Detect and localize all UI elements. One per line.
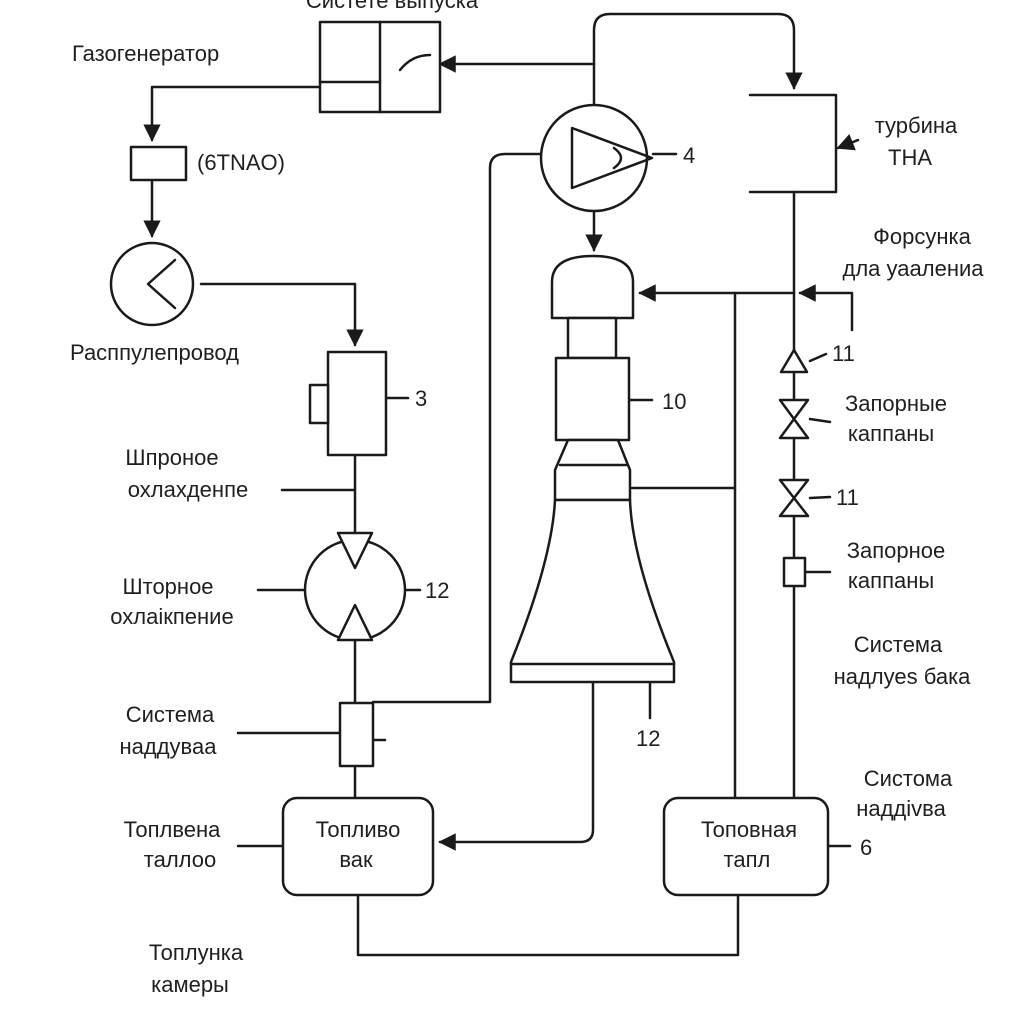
unit-6tnao [129, 145, 188, 182]
pressurization-1-label-2: наддуваа [120, 734, 218, 759]
shutoff-valve-upper [778, 398, 810, 440]
pipeline-label: Расппулепровод [70, 340, 239, 365]
nozzle-12 [509, 498, 676, 684]
nozzle-throat [553, 438, 632, 502]
check-valve-11 [779, 348, 809, 374]
number-4: 4 [683, 143, 695, 168]
shutoff-valve-label: Запорное [847, 538, 946, 563]
curtain-cooling-1-label-2: охлахденпе [128, 477, 248, 502]
number-3: 3 [415, 386, 427, 411]
exhaust-system-box [318, 20, 442, 114]
fuel-valve-left-label-2: таллоо [144, 847, 216, 872]
tank-pressurization-label: Система [854, 632, 943, 657]
exhaust-system-label: Систете выпуска [306, 0, 479, 13]
pump-12 [303, 531, 407, 642]
piping [143, 12, 860, 957]
chamber-injector-label: Топлунка [149, 940, 244, 965]
number-12-pump: 12 [425, 578, 449, 603]
fuel-tank-label-2: вак [339, 847, 373, 872]
number-11-b: 11 [836, 485, 859, 510]
oxidizer-tank-label: Топовная [701, 817, 797, 842]
shutoff-valve-small [782, 556, 807, 588]
turbopump-4 [539, 103, 654, 213]
fuel-valve-left-label: Топлвена [124, 817, 222, 842]
check-valve-circle [109, 241, 195, 327]
curtain-cooling-2-label: Шторное [122, 574, 213, 599]
injector-label-2: дла уаалениа [843, 256, 985, 281]
turbine-label-2: ТНА [888, 145, 932, 170]
callout-numbers: 4 3 10 11 11 12 12 6 [415, 143, 872, 860]
gas-generator-label: Газогенератор [72, 41, 219, 66]
pressurization-device [338, 701, 375, 768]
number-12-nozzle: 12 [636, 726, 660, 751]
tank-pressurization-label-2: надлуеs бака [834, 664, 972, 689]
pressurization-2-label-2: наддіvва [856, 796, 946, 821]
shutoff-valve-label-2: каппаны [848, 568, 934, 593]
turbine-box [748, 93, 838, 194]
curtain-cooling-2-label-2: охлаікпение [110, 604, 233, 629]
curtain-cooling-1-label: Шпроное [125, 445, 218, 470]
fuel-tank [281, 796, 435, 897]
number-6: 6 [860, 835, 872, 860]
unit-code-label: (6TNAO) [197, 150, 285, 175]
number-11-a: 11 [832, 341, 855, 366]
pressurization-1-label: Система [126, 702, 215, 727]
oxidizer-tank-label-2: тапл [724, 847, 771, 872]
fuel-tank-label: Топливо [316, 817, 401, 842]
leader-lines [236, 152, 852, 848]
shutoff-valve-11 [778, 478, 810, 518]
shutoff-valves-label: Запорные [845, 391, 947, 416]
chamber-head [550, 254, 635, 320]
oxidizer-tank-6 [662, 796, 830, 897]
device-3 [308, 350, 388, 457]
chamber-injector-label-2: камеры [151, 972, 229, 997]
injector-label: Форсунка [873, 224, 971, 249]
chamber-neck [566, 316, 618, 360]
turbine-label: турбина [875, 113, 958, 138]
shutoff-valves-label-2: каппаны [848, 421, 934, 446]
chamber-10 [554, 356, 631, 442]
number-10: 10 [662, 389, 686, 414]
pressurization-2-label: Систома [864, 766, 953, 791]
labels: Систете выпуска Газогенератор (6TNAO) Ра… [70, 0, 984, 997]
